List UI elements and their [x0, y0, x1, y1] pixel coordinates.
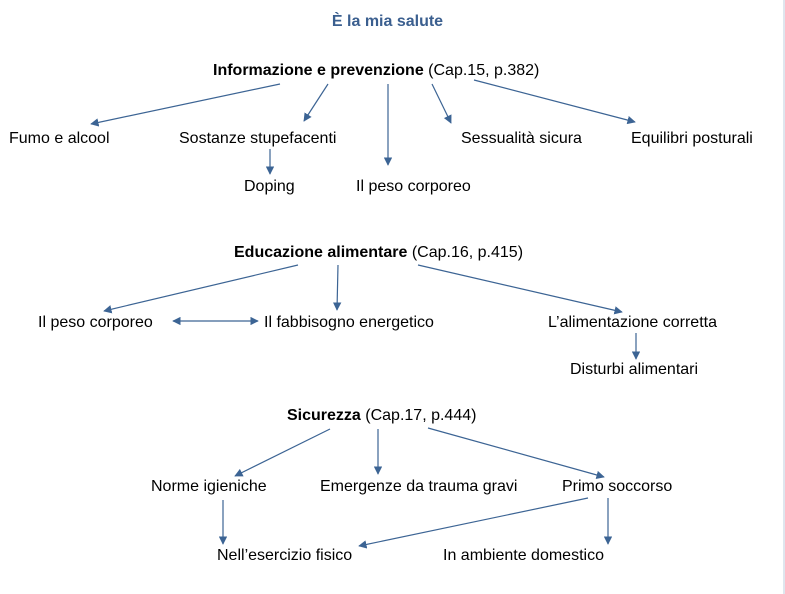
section3-heading-ref: (Cap.17, p.444) — [365, 407, 477, 424]
node-emergenze-trauma: Emergenze da trauma gravi — [320, 478, 518, 495]
node-peso-corporeo-2: Il peso corporeo — [38, 314, 153, 331]
node-doping: Doping — [244, 178, 295, 195]
node-fumo-alcool: Fumo e alcool — [9, 130, 110, 147]
node-norme-igieniche: Norme igieniche — [151, 478, 267, 495]
section1-heading-bold: Informazione e prevenzione — [213, 62, 424, 79]
arrow-s1-sessualita — [431, 83, 452, 124]
node-peso-corporeo-1: Il peso corporeo — [356, 178, 471, 195]
section1-heading: Informazione e prevenzione (Cap.15, p.38… — [213, 61, 539, 81]
section2-heading-ref: (Cap.16, p.415) — [411, 244, 524, 261]
arrow-s2-peso — [103, 264, 299, 314]
diagram-title: È la mia salute — [331, 13, 444, 30]
node-alimentazione-corretta: L’alimentazione corretta — [548, 314, 717, 331]
section1-heading-ref: (Cap.15, p.382) — [428, 62, 540, 79]
page-edge — [783, 0, 785, 594]
arrow-s2-fabbisogno — [332, 264, 342, 311]
node-esercizio-fisico: Nell’esercizio fisico — [217, 547, 353, 564]
node-primo-soccorso: Primo soccorso — [562, 478, 673, 495]
node-disturbi-alimentari: Disturbi alimentari — [570, 361, 699, 378]
arrow-s1-sostanze — [303, 83, 329, 122]
section2-heading: Educazione alimentare (Cap.16, p.415) — [234, 243, 523, 263]
arrow-s3-esercizio-from-primo — [358, 497, 589, 549]
arrow-s3-norme — [234, 428, 331, 477]
node-sostanze-stupefacenti: Sostanze stupefacenti — [179, 130, 337, 147]
node-equilibri-posturali: Equilibri posturali — [631, 130, 753, 147]
section3-heading: Sicurezza (Cap.17, p.444) — [287, 406, 476, 426]
node-sessualita-sicura: Sessualità sicura — [461, 130, 582, 147]
arrow-s2-alimentazione — [417, 264, 623, 315]
arrow-s1-fumo — [90, 83, 281, 127]
arrow-s1-equilibri — [473, 79, 636, 125]
section2-heading-bold: Educazione alimentare — [234, 244, 408, 261]
section3-heading-bold: Sicurezza — [287, 407, 361, 424]
arrow-s3-primo — [427, 427, 605, 480]
node-fabbisogno-energetico: Il fabbisogno energetico — [264, 314, 434, 331]
node-ambiente-domestico: In ambiente domestico — [443, 547, 604, 564]
